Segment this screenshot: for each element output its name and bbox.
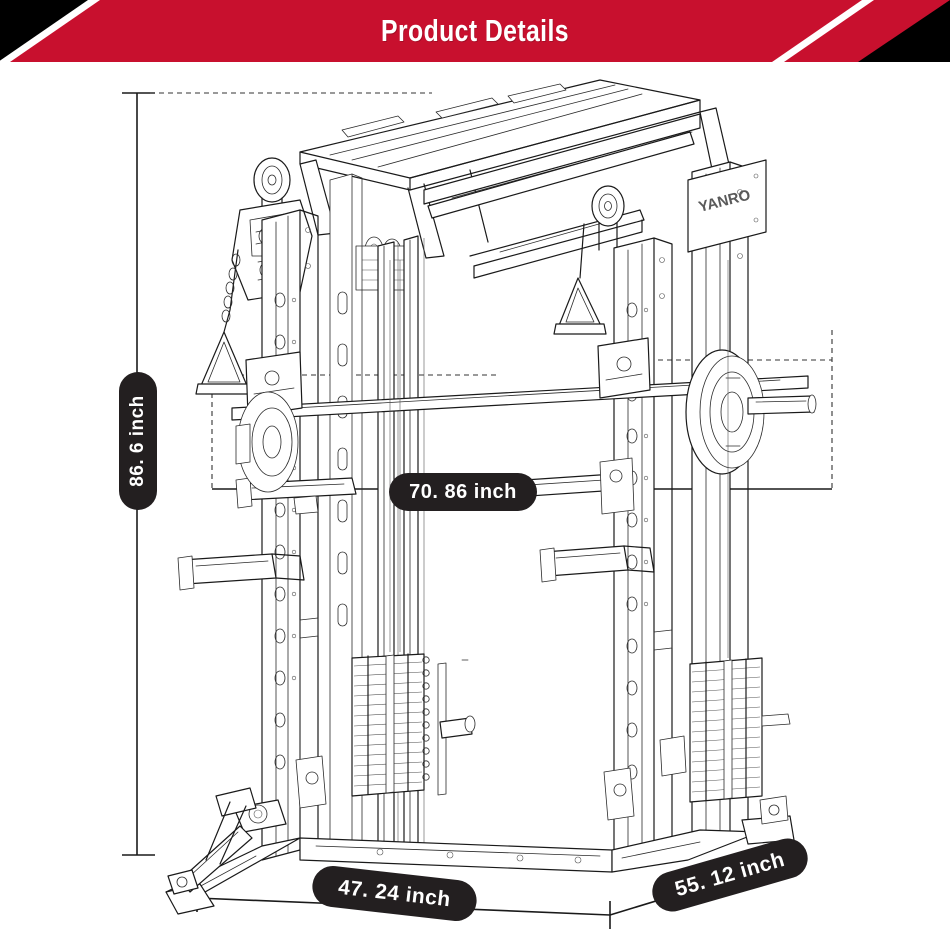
canopy-rear-rail xyxy=(423,113,701,205)
width-dimension-label: 70. 86 inch xyxy=(389,473,537,511)
weight-stack-left-rod xyxy=(385,654,395,794)
weight-plate-left-backplate xyxy=(235,423,251,465)
safety-arm-right-bracket xyxy=(599,457,635,515)
weight-plate-assembly-right xyxy=(685,349,817,475)
cable-right xyxy=(579,223,585,279)
lower-bracket-right xyxy=(603,767,635,821)
banner-bottom-edge xyxy=(0,62,950,66)
height-dimension-text: 86. 6 inch xyxy=(127,395,149,487)
pullup-bar-2 xyxy=(435,97,499,119)
weight-plate-assembly-left xyxy=(235,391,299,493)
lower-pulley-points xyxy=(295,735,687,821)
base-rail-right xyxy=(611,829,761,873)
canopy-brace xyxy=(427,131,695,219)
top-canopy-assembly xyxy=(299,79,735,279)
weight-stack-left xyxy=(351,653,425,797)
cable-left xyxy=(223,249,239,333)
dip-handles xyxy=(177,545,655,591)
dip-handle-left-cap xyxy=(177,555,195,591)
base-foot-right-riser xyxy=(759,795,789,825)
lever-arm-assembly xyxy=(167,787,287,895)
lower-bracket-left xyxy=(295,755,327,809)
banner-red-parallelogram xyxy=(0,0,950,62)
safety-arm-left-cap xyxy=(235,477,253,509)
banner-right-slash xyxy=(772,0,874,62)
dip-handle-right-cap xyxy=(539,547,557,583)
upright-rear-left-face xyxy=(329,173,353,859)
banner-shapes xyxy=(0,0,950,66)
lever-arm-end-pad xyxy=(167,869,199,895)
handle-grip-right xyxy=(553,323,607,335)
pulley-right-top xyxy=(591,185,625,227)
hardware-details xyxy=(299,189,743,651)
upright-left-face xyxy=(261,209,301,861)
weight-storage-peg xyxy=(747,395,815,415)
handle-grip-left xyxy=(195,383,253,395)
triangle-handle-left xyxy=(199,331,249,389)
lever-arm-upper-link xyxy=(215,787,257,817)
weight-stack-right-rod xyxy=(723,659,733,800)
pullup-bar-3 xyxy=(507,83,567,104)
brand-plate xyxy=(687,159,767,253)
cable-routing xyxy=(299,260,729,760)
pullup-bar-1 xyxy=(341,115,405,138)
rear-frame xyxy=(439,659,476,739)
pin-column-left xyxy=(422,656,430,781)
pulley-left-top xyxy=(253,157,291,203)
lever-arm-bar xyxy=(179,825,253,893)
weight-pin-right xyxy=(761,713,791,727)
dip-handle-left xyxy=(181,553,277,585)
lower-bracket-rear-right xyxy=(659,735,687,777)
safety-arm-left-bracket xyxy=(293,495,319,515)
dip-handle-right xyxy=(543,545,629,577)
height-dimension-label: 86. 6 inch xyxy=(119,372,157,510)
banner-left-slash xyxy=(0,0,100,62)
weight-stack-right xyxy=(689,657,791,803)
j-hook-right xyxy=(597,337,651,399)
header-banner: Product Details xyxy=(0,0,950,66)
triangle-handle-right xyxy=(557,277,603,329)
center-tie-bar xyxy=(439,717,473,739)
